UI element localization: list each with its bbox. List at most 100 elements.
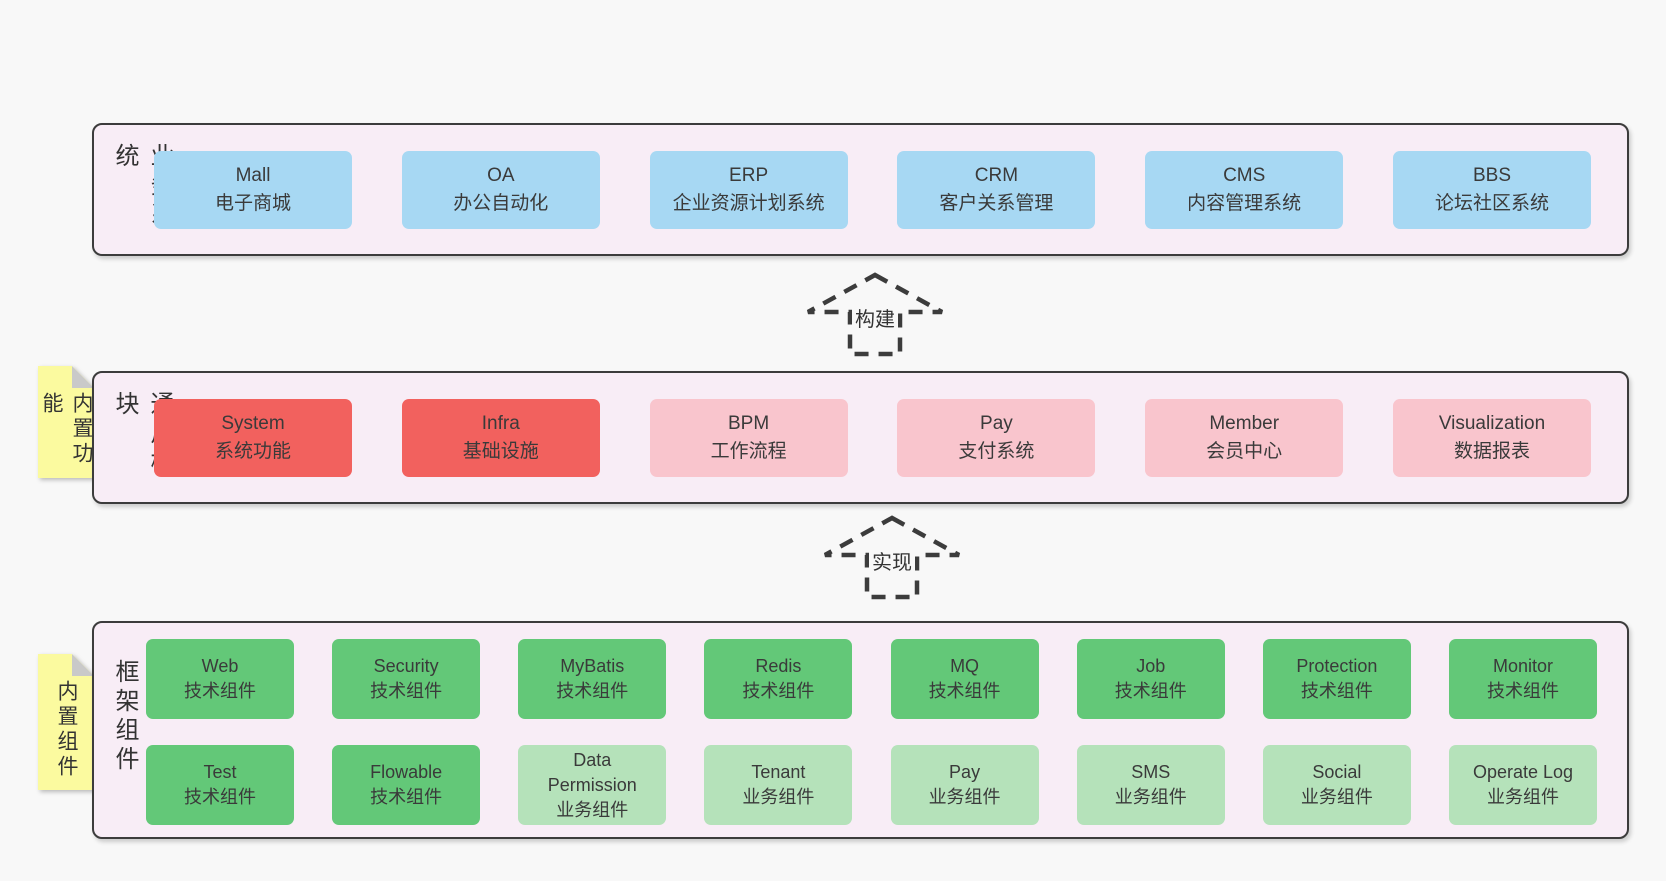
box-title: Protection <box>1296 656 1378 676</box>
sticky-note: 内置组件 <box>38 654 94 790</box>
box-subtitle: 业务组件 <box>1300 787 1373 807</box>
box-title: Mall <box>235 165 271 186</box>
box-subtitle: 技术组件 <box>928 681 1001 701</box>
section-label: 框架组件 <box>111 659 138 775</box>
box-title: Monitor <box>1492 656 1553 676</box>
arrow-label: 构建 <box>852 302 898 333</box>
note-built-in-functions: 内置功能 <box>38 366 94 478</box>
box-subtitle: 技术组件 <box>742 681 815 701</box>
box-mall: Mall 电子商城 <box>154 151 352 229</box>
box-subtitle: 企业资源计划系统 <box>672 193 825 214</box>
note-built-in-components: 内置组件 <box>38 654 94 790</box>
box-subtitle: 内容管理系统 <box>1187 193 1302 214</box>
box-subtitle: 技术组件 <box>556 681 629 701</box>
box-oa: OA 办公自动化 <box>401 151 600 229</box>
box-pay-component: Pay 业务组件 <box>890 745 1039 825</box>
box-subtitle: 电子商城 <box>214 193 291 214</box>
box-row: Mall 电子商城 OA 办公自动化 ERP 企业资源计划系统 CRM 客户关系… <box>154 151 1591 229</box>
box-title: System <box>221 413 285 434</box>
box-bpm: BPM 工作流程 <box>649 399 848 477</box>
box-title: MyBatis <box>560 656 625 676</box>
box-subtitle: 技术组件 <box>1114 681 1187 701</box>
box-member: Member 会员中心 <box>1145 399 1344 477</box>
box-flowable: Flowable 技术组件 <box>332 745 481 825</box>
box-subtitle: 会员中心 <box>1206 441 1283 462</box>
folded-corner <box>72 654 94 676</box>
box-infra: Infra 基础设施 <box>401 399 600 477</box>
box-subtitle: 数据报表 <box>1453 441 1530 462</box>
box-subtitle: 技术组件 <box>184 787 256 807</box>
box-test: Test 技术组件 <box>146 745 294 825</box>
box-subtitle: 支付系统 <box>958 441 1035 462</box>
box-subtitle: 技术组件 <box>370 787 443 807</box>
box-job: Job 技术组件 <box>1076 639 1225 719</box>
section-framework-components: 框架组件 Web 技术组件 Security 技术组件 MyBatis 技术组件… <box>92 621 1629 839</box>
box-protection: Protection 技术组件 <box>1262 639 1411 719</box>
box-title: CRM <box>974 165 1019 186</box>
box-title: BPM <box>728 413 770 434</box>
box-title: Operate Log <box>1472 762 1574 782</box>
note-label: 内置功能 <box>40 392 93 467</box>
box-subtitle: 工作流程 <box>710 441 787 462</box>
box-operate-log: Operate Log 业务组件 <box>1448 745 1597 825</box>
up-arrow-icon <box>806 272 944 357</box>
box-title: BBS <box>1472 165 1511 186</box>
folded-corner <box>72 366 94 388</box>
box-system: System 系统功能 <box>154 399 352 477</box>
box-title: Social <box>1312 762 1362 782</box>
box-subtitle: 业务组件 <box>928 787 1001 807</box>
box-redis: Redis 技术组件 <box>704 639 853 719</box>
box-sms: SMS 业务组件 <box>1076 745 1225 825</box>
box-data-permission: Data Permission 业务组件 <box>518 745 667 825</box>
box-title: Security <box>373 656 439 676</box>
box-tenant: Tenant 业务组件 <box>704 745 853 825</box>
box-title: MQ <box>950 656 980 676</box>
box-title: Tenant <box>751 762 806 782</box>
box-bbs: BBS 论坛社区系统 <box>1392 151 1591 229</box>
box-title: Pay <box>949 762 981 782</box>
arrow-implement: 实现 <box>822 515 962 600</box>
box-title: Test <box>203 762 237 782</box>
box-social: Social 业务组件 <box>1262 745 1411 825</box>
box-subtitle: 论坛社区系统 <box>1434 193 1549 214</box>
sticky-note: 内置功能 <box>38 366 94 478</box>
box-monitor: Monitor 技术组件 <box>1448 639 1597 719</box>
box-mq: MQ 技术组件 <box>890 639 1039 719</box>
box-mybatis: MyBatis 技术组件 <box>518 639 667 719</box>
box-title: Pay <box>980 413 1013 434</box>
box-subtitle: 业务组件 <box>1114 787 1187 807</box>
box-subtitle: 业务组件 <box>556 799 629 820</box>
box-subtitle: 客户关系管理 <box>939 193 1054 214</box>
box-subtitle: 业务组件 <box>742 787 815 807</box>
box-visualization: Visualization 数据报表 <box>1392 399 1591 477</box>
box-subtitle: 业务组件 <box>1486 787 1559 807</box>
box-title: SMS <box>1131 762 1171 782</box>
box-pay: Pay 支付系统 <box>897 399 1096 477</box>
box-subtitle: 技术组件 <box>1486 681 1559 701</box>
box-title: Infra <box>481 413 520 434</box>
box-title: OA <box>487 165 515 186</box>
box-subtitle: 技术组件 <box>184 681 256 701</box>
section-business-systems: 业务系统 Mall 电子商城 OA 办公自动化 ERP 企业资源计划系统 CRM… <box>92 123 1629 256</box>
up-arrow-icon <box>823 515 961 600</box>
box-row: Test 技术组件 Flowable 技术组件 Data Permission … <box>146 745 1597 825</box>
box-web: Web 技术组件 <box>146 639 294 719</box>
box-subtitle: 基础设施 <box>462 441 539 462</box>
box-subtitle: 技术组件 <box>1300 681 1373 701</box>
box-title: Job <box>1136 656 1166 676</box>
box-subtitle: 办公自动化 <box>453 193 549 214</box>
box-title: ERP <box>729 165 769 186</box>
arrow-build: 构建 <box>805 272 945 357</box>
box-crm: CRM 客户关系管理 <box>897 151 1096 229</box>
box-title: Flowable <box>370 762 443 782</box>
box-subtitle: 系统功能 <box>214 441 291 462</box>
arrow-label: 实现 <box>869 545 915 576</box>
box-title: Visualization <box>1438 413 1546 434</box>
box-title: Redis <box>755 656 802 676</box>
box-row: Web 技术组件 Security 技术组件 MyBatis 技术组件 Redi… <box>146 639 1597 719</box>
box-title: CMS <box>1223 165 1266 186</box>
note-label: 内置组件 <box>55 680 78 780</box>
box-title: Member <box>1209 413 1280 434</box>
box-subtitle: 技术组件 <box>370 681 443 701</box>
box-title: Web <box>201 656 239 676</box>
